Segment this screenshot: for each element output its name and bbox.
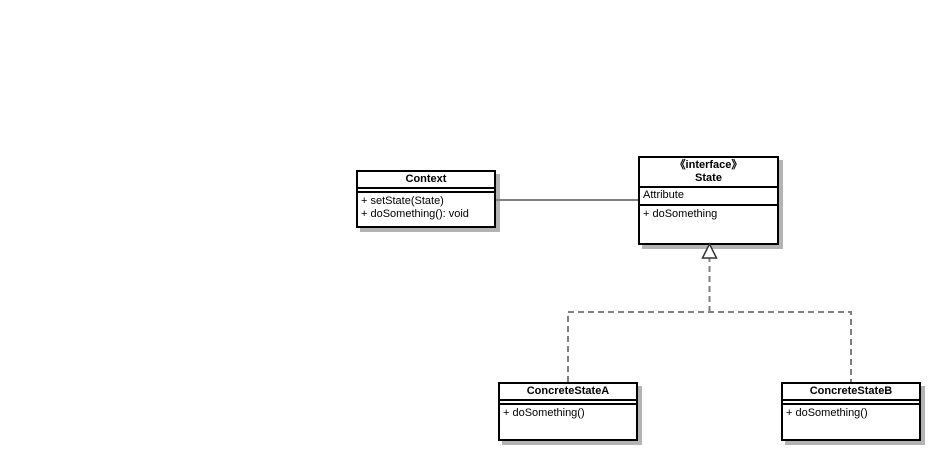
method-dosomething-b: + doSomething() (786, 407, 868, 419)
realization-dashed-rail (567, 311, 852, 382)
class-box-context: Context + setState(State) + doSomething(… (356, 170, 496, 228)
method-setstate: + setState(State) (361, 195, 444, 207)
class-title-state: 《interface》 State (640, 158, 777, 188)
stereotype-interface: 《interface》 (674, 159, 743, 171)
attributes-compartment-state: Attribute (640, 188, 777, 206)
method-dosomething-void: + doSomething(): void (361, 208, 469, 220)
class-box-concrete-state-b: ConcreteStateB + doSomething() (781, 382, 921, 441)
hollow-triangle-arrowhead-icon (701, 242, 718, 259)
attributes-compartment-concrete-state-b (783, 401, 919, 405)
methods-compartment-state: + doSomething (640, 206, 777, 221)
methods-compartment-concrete-state-b: + doSomething() (783, 405, 919, 420)
class-box-concrete-state-a: ConcreteStateA + doSomething() (498, 382, 638, 441)
class-name-state: State (695, 172, 722, 184)
class-title-concrete-state-b: ConcreteStateB (783, 384, 919, 401)
attribute-item: Attribute (643, 189, 684, 201)
class-title-context: Context (358, 172, 494, 189)
method-dosomething: + doSomething (643, 208, 718, 220)
class-title-concrete-state-a: ConcreteStateA (500, 384, 636, 401)
methods-compartment-concrete-state-a: + doSomething() (500, 405, 636, 420)
attributes-compartment-context (358, 189, 494, 193)
methods-compartment-context: + setState(State) + doSomething(): void (358, 193, 494, 221)
class-box-state: 《interface》 State Attribute + doSomethin… (638, 156, 779, 245)
attributes-compartment-concrete-state-a (500, 401, 636, 405)
method-dosomething-a: + doSomething() (503, 407, 585, 419)
